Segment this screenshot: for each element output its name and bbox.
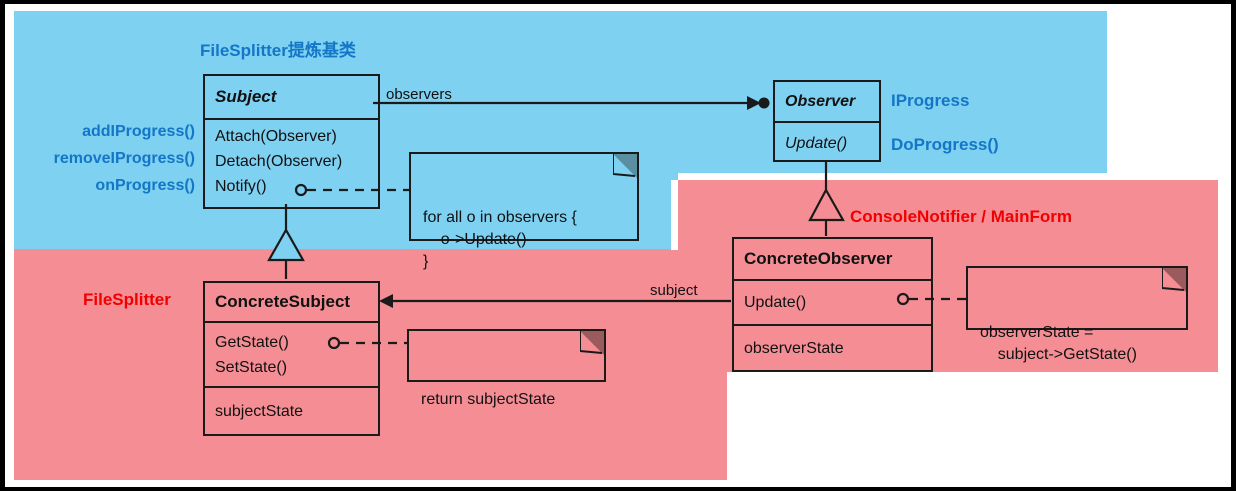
class-subject-methods: Attach(Observer) Detach(Observer) Notify…	[205, 120, 378, 208]
class-concretesubject[interactable]: ConcreteSubject GetState() SetState() su…	[203, 281, 380, 436]
class-concreteobserver-methods: Update()	[734, 281, 931, 326]
class-concreteobserver-header: ConcreteObserver	[734, 239, 931, 281]
note-getstate-text: return subjectState	[421, 391, 556, 408]
note-notify: for all o in observers { o->Update() }	[409, 152, 639, 270]
class-subject-method-attach: Attach(Observer)	[215, 128, 337, 145]
note-notify-text: for all o in observers { o->Update() }	[423, 209, 577, 270]
class-concretesubject-method-setstate: SetState()	[215, 359, 288, 376]
class-subject-method-notify: Notify()	[215, 178, 267, 195]
region-gap-horizontal	[678, 173, 1218, 180]
class-concretesubject-attribute-subjectstate: subjectState	[215, 403, 304, 420]
note-fold-icon	[613, 154, 637, 178]
region-gap-vertical	[671, 180, 678, 250]
class-concreteobserver-attributes: observerState	[734, 326, 931, 371]
annotation-doprogress: DoProgress()	[891, 135, 999, 154]
class-concretesubject-header: ConcreteSubject	[205, 283, 378, 323]
class-concreteobserver[interactable]: ConcreteObserver Update() observerState	[732, 237, 933, 372]
class-concretesubject-method-getstate: GetState()	[215, 334, 289, 351]
class-subject-name: Subject	[215, 87, 277, 106]
note-fold-icon-update	[1162, 268, 1186, 292]
annotation-filesplitter-base: FileSplitter提炼基类	[200, 41, 356, 60]
note-fold-icon-getstate	[580, 331, 604, 355]
edge-label-observers: observers	[386, 86, 452, 103]
class-concretesubject-name: ConcreteSubject	[215, 292, 351, 311]
note-getstate: return subjectState	[407, 329, 606, 408]
edge-label-subject: subject	[650, 282, 698, 299]
class-concretesubject-attributes: subjectState	[205, 388, 378, 435]
annotation-removeiprogress: removeIProgress()	[53, 150, 195, 167]
class-concretesubject-methods: GetState() SetState()	[205, 323, 378, 388]
annotation-filesplitter: FileSplitter	[83, 290, 171, 309]
class-observer[interactable]: Observer Update()	[773, 80, 881, 162]
implementation-region-right-pink	[678, 180, 1218, 372]
class-concreteobserver-method-update: Update()	[744, 294, 807, 311]
class-observer-method-update: Update()	[785, 135, 848, 152]
class-subject[interactable]: Subject Attach(Observer) Detach(Observer…	[203, 74, 380, 209]
note-update: observerState = subject->GetState()	[966, 266, 1188, 363]
class-subject-method-detach: Detach(Observer)	[215, 153, 343, 170]
class-observer-name: Observer	[785, 92, 856, 110]
note-update-text: observerState = subject->GetState()	[980, 324, 1137, 363]
annotation-consolenotifier-mainform: ConsoleNotifier / MainForm	[850, 207, 1072, 226]
annotation-onprogress: onProgress()	[95, 177, 195, 194]
class-concreteobserver-name: ConcreteObserver	[744, 249, 893, 268]
class-concreteobserver-attribute-observerstate: observerState	[744, 340, 844, 357]
implementation-region-left-pink	[14, 249, 727, 480]
annotation-addiprogress: addIProgress()	[82, 123, 195, 140]
class-subject-header: Subject	[205, 76, 378, 120]
class-observer-methods: Update()	[775, 123, 879, 164]
class-observer-header: Observer	[775, 82, 879, 123]
annotation-iprogress: IProgress	[891, 91, 970, 110]
